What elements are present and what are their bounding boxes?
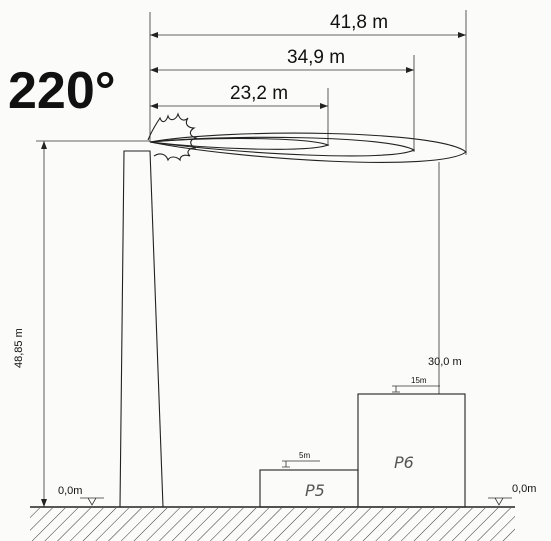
building-p6-label: P6 — [394, 453, 414, 472]
plume-middle — [149, 136, 416, 157]
dim-label-reach-1: 41,8 m — [330, 12, 388, 33]
plume-source-scribble — [147, 112, 198, 162]
plume-outer — [149, 132, 467, 163]
dim-arrow-reach-3-left — [150, 103, 158, 109]
dim-arrow-reach-2-left — [150, 67, 158, 73]
dim-arrow-reach-2-right — [406, 67, 414, 73]
p6-offset-arrow — [392, 386, 400, 393]
level-label-right: 0,0m — [512, 483, 536, 495]
building-p6 — [357, 393, 466, 508]
level-marker-left — [80, 497, 104, 506]
dim-label-reach-2: 34,9 m — [287, 47, 345, 68]
level-marker-right — [488, 497, 512, 506]
dim-arrow-reach-1-right — [458, 32, 466, 38]
dim-label-reach-3: 23,2 m — [230, 83, 288, 104]
dim-arrow-stack-top — [41, 141, 47, 149]
building-p5-label: P5 — [305, 481, 325, 500]
dim-label-stack-height: 48,85 m — [13, 328, 25, 368]
dim-arrow-reach-3-right — [320, 103, 328, 109]
chimney-stack — [119, 150, 164, 508]
p6-offset-label: 15m — [411, 376, 427, 385]
p6-height-label: 30,0 m — [428, 356, 462, 368]
dim-arrow-reach-1-left — [150, 32, 158, 38]
plume-inner — [149, 137, 330, 150]
p5-offset-label: 5m — [299, 451, 310, 460]
p5-offset-arrow — [282, 461, 290, 468]
ground-hatch — [30, 508, 515, 541]
plume — [147, 112, 467, 163]
level-label-left: 0,0m — [58, 485, 82, 497]
angle-label: 220° — [8, 62, 116, 120]
dim-arrow-stack-bottom — [41, 499, 47, 507]
